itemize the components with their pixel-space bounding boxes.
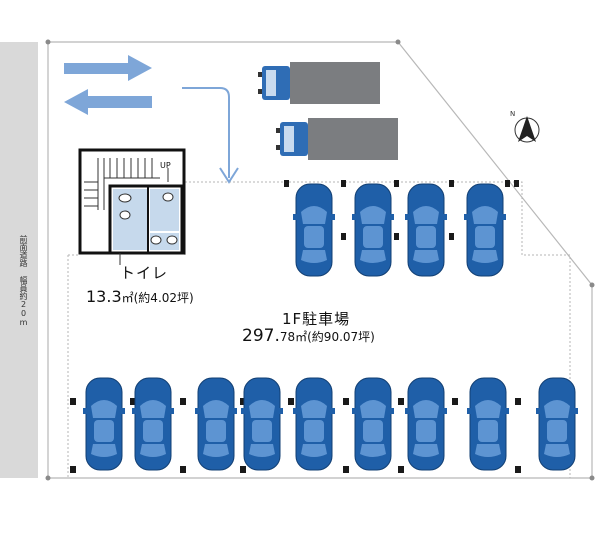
car [352, 377, 394, 471]
car [293, 377, 335, 471]
car [352, 183, 394, 277]
car-layer [83, 183, 578, 471]
car [464, 183, 506, 277]
parking-area: 297.78㎡(約90.07坪) [242, 326, 375, 346]
compass-label: N [510, 110, 515, 118]
car [132, 377, 174, 471]
truck [258, 62, 380, 104]
car [293, 183, 335, 277]
toilet-rooms [108, 184, 184, 265]
stairs-up-label: UP [160, 161, 171, 170]
car [536, 377, 578, 471]
front-road [0, 42, 38, 478]
toilet-label: トイレ [120, 264, 169, 282]
traffic-arrows [64, 55, 239, 184]
toilet-area-rest: ㎡(約4.02坪) [121, 291, 194, 305]
parking-area-main: 297. [242, 326, 280, 346]
road-label: 前面道路 幅員約20m [19, 235, 28, 327]
parking-label: 1F駐車場 [282, 310, 351, 328]
car [405, 183, 447, 277]
toilet-area-main: 13.3 [86, 287, 122, 306]
arrow-right [64, 55, 152, 81]
arrow-left [64, 89, 152, 115]
toilet-area: 13.3㎡(約4.02坪) [86, 287, 194, 306]
car [83, 377, 125, 471]
arrow-down [182, 87, 230, 178]
site-boundary [47, 41, 593, 479]
parking-area-rest: 78㎡(約90.07坪) [279, 330, 375, 344]
truck [276, 118, 398, 160]
north-arrow-icon: N [510, 110, 540, 143]
car [405, 377, 447, 471]
boundary-corners [45, 39, 595, 481]
parking-posts [70, 180, 521, 473]
car [195, 377, 237, 471]
car [467, 377, 509, 471]
car [241, 377, 283, 471]
